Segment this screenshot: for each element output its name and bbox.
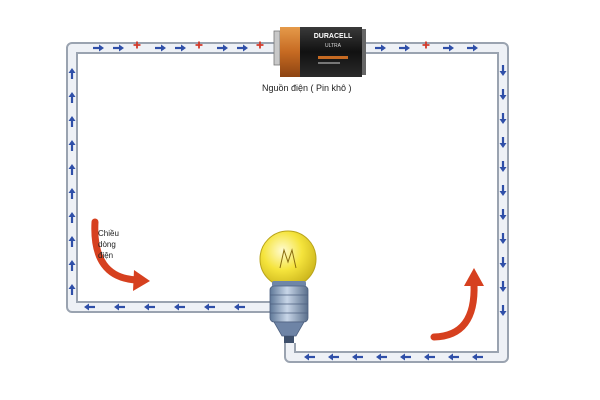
flow-arrow-icon: [499, 209, 507, 220]
battery-icon: DURACELL ULTRA: [273, 27, 366, 77]
flow-arrow-icon: [114, 303, 125, 311]
flow-arrow-icon: [174, 303, 185, 311]
current-direction-line: điện: [98, 251, 114, 260]
flow-arrow-icon: [84, 303, 95, 311]
flow-arrow-icon: [443, 44, 454, 52]
flow-arrow-icon: [113, 44, 124, 52]
flow-arrow-icon: [68, 92, 76, 103]
flow-arrow-icon: [304, 353, 315, 361]
flow-arrow-icon: [499, 185, 507, 196]
flow-arrow-icon: [375, 44, 386, 52]
current-direction-line: dòng: [98, 240, 116, 249]
flow-arrow-icon: [237, 44, 248, 52]
battery-model: ULTRA: [325, 43, 342, 49]
flow-arrow-icon: [467, 44, 478, 52]
flow-arrow-icon: [328, 353, 339, 361]
battery-caption: Nguồn điện ( Pin khô ): [262, 83, 352, 93]
flow-arrow-icon: [499, 257, 507, 268]
plus-signs: [133, 41, 430, 49]
flow-arrow-icon: [499, 65, 507, 76]
flow-arrow-icon: [499, 281, 507, 292]
flow-arrow-icon: [352, 353, 363, 361]
flow-arrow-icon: [376, 353, 387, 361]
flow-arrow-icon: [499, 305, 507, 316]
flow-arrow-icon: [175, 44, 186, 52]
flow-arrow-icon: [68, 236, 76, 247]
flow-arrow-icon: [155, 44, 166, 52]
current-arrow-icon: [91, 218, 150, 291]
plus-sign-icon: [133, 41, 141, 49]
flow-arrow-icon: [499, 137, 507, 148]
flow-arrow-icon: [68, 116, 76, 127]
flow-arrow-icon: [234, 303, 245, 311]
flow-arrow-icon: [68, 68, 76, 79]
light-bulb-icon: [259, 230, 317, 343]
flow-arrow-icon: [68, 140, 76, 151]
flow-arrow-icon: [424, 353, 435, 361]
plus-sign-icon: [422, 41, 430, 49]
flow-arrow-icon: [499, 113, 507, 124]
current-arrow-icon: [430, 268, 484, 341]
flow-arrow-icon: [68, 260, 76, 271]
flow-arrow-icon: [217, 44, 228, 52]
flow-arrow-icon: [68, 164, 76, 175]
flow-arrow-icon: [400, 353, 411, 361]
plus-sign-icon: [256, 41, 264, 49]
plus-sign-icon: [195, 41, 203, 49]
flow-arrow-icon: [499, 89, 507, 100]
flow-arrow-icon: [448, 353, 459, 361]
current-direction-label: Chiều dòng điện: [98, 228, 138, 261]
current-direction-line: Chiều: [98, 229, 119, 238]
flow-arrow-icon: [499, 233, 507, 244]
flow-arrow-icon: [68, 284, 76, 295]
flow-arrow-icon: [68, 188, 76, 199]
flow-arrow-icon: [399, 44, 410, 52]
flow-arrow-icon: [68, 212, 76, 223]
flow-arrow-icon: [472, 353, 483, 361]
battery-brand: DURACELL: [314, 33, 353, 40]
flow-arrow-icon: [93, 44, 104, 52]
flow-arrow-icon: [144, 303, 155, 311]
flow-arrow-icon: [204, 303, 215, 311]
flow-arrow-icon: [499, 161, 507, 172]
flow-arrows: [68, 44, 507, 361]
